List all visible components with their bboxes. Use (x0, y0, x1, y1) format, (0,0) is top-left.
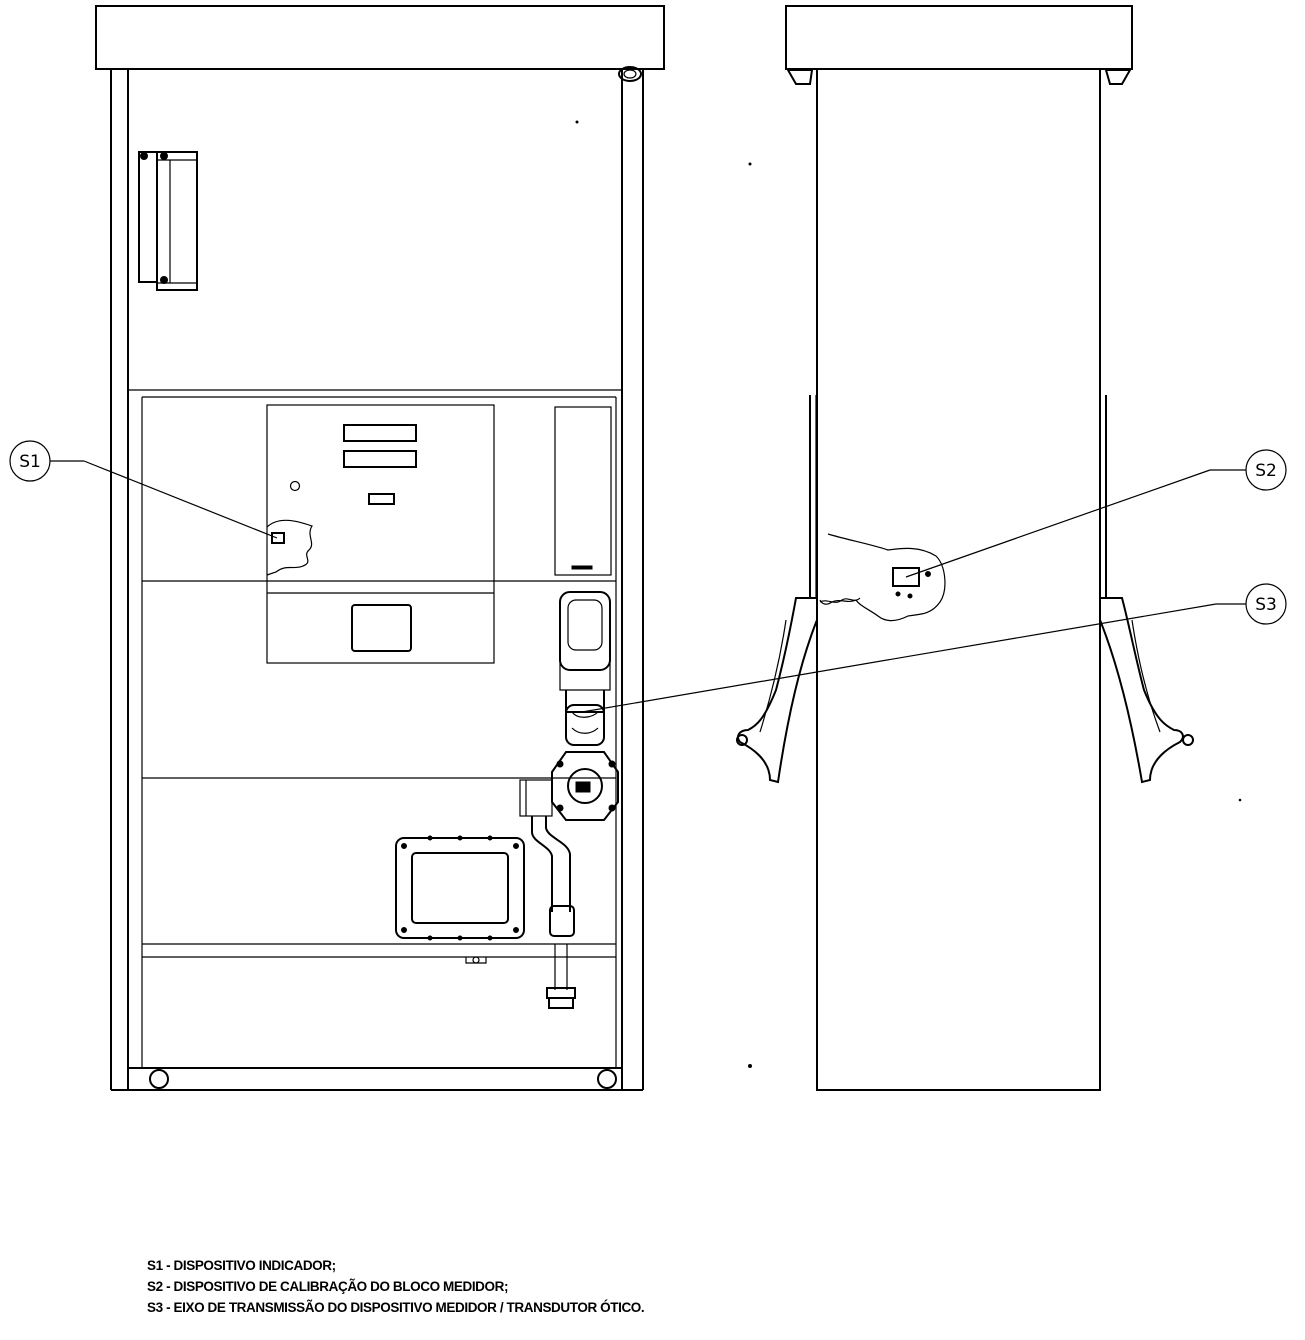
s2-seal-box (892, 567, 920, 587)
display-lower-window (351, 604, 412, 652)
meter-assembly (519, 591, 619, 821)
front-canopy (95, 5, 665, 70)
display-window-1 (343, 424, 417, 442)
legend: S1 - DISPOSITIVO INDICADOR; S2 - DISPOSI… (147, 1255, 1247, 1318)
side-column (816, 68, 1101, 1091)
side-holster-left (736, 395, 818, 784)
legend-item-s1: S1 - DISPOSITIVO INDICADOR; (147, 1258, 336, 1273)
piping (531, 816, 576, 1009)
base-hole-left (149, 1069, 169, 1089)
callout-s1-label: S1 (19, 452, 41, 472)
s2-cutaway (819, 533, 946, 622)
side-holster-right (1099, 395, 1194, 784)
callout-s1: S1 (9, 440, 278, 539)
callout-s3-label: S3 (1255, 595, 1277, 615)
legend-item-s3: S3 - EIXO DE TRANSMISSÃO DO DISPOSITIVO … (147, 1300, 645, 1315)
front-post-cap (618, 66, 642, 82)
callout-s2: S2 (905, 449, 1287, 578)
legend-item-s2: S2 - DISPOSITIVO DE CALIBRAÇÃO DO BLOCO … (147, 1279, 509, 1294)
front-frame (110, 69, 644, 1091)
s1-seal-box (271, 532, 285, 544)
nozzle-panel (554, 406, 612, 576)
front-view (95, 5, 752, 1091)
handle-bracket (138, 151, 198, 291)
side-bracket-left (786, 69, 814, 85)
side-canopy (785, 5, 1133, 70)
s1-cutaway (266, 519, 313, 576)
callout-s3: S3 (581, 583, 1287, 713)
display-head (266, 404, 495, 664)
display-window-3 (368, 493, 395, 505)
display-window-2 (343, 450, 417, 468)
callout-s2-label: S2 (1255, 461, 1277, 481)
side-bracket-right (1104, 69, 1132, 85)
base-hole-right (597, 1069, 617, 1089)
junction-box (395, 835, 525, 941)
display-button (289, 480, 301, 492)
side-view (736, 5, 1242, 1091)
